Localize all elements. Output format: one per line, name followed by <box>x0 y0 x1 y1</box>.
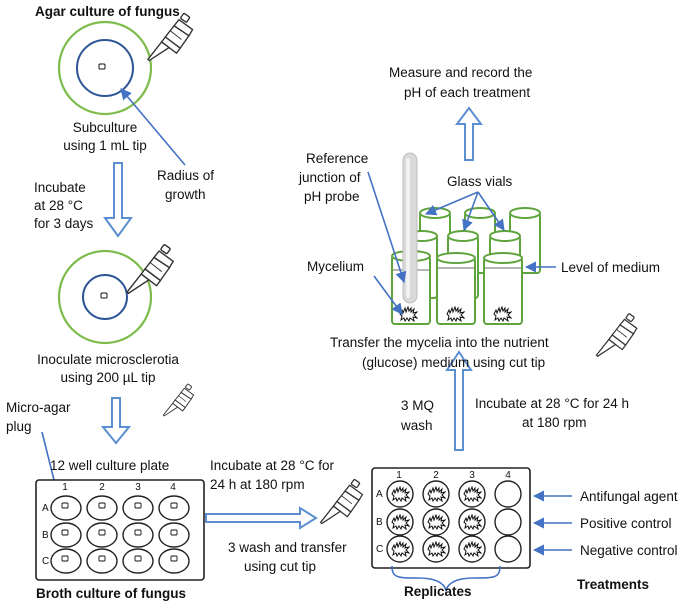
treatments-label: Treatments <box>577 577 649 592</box>
subculture-text-2: using 1 mL tip <box>63 138 147 153</box>
reference-arrow <box>367 171 407 284</box>
transfer-text-2: (glucose) medium using cut tip <box>362 355 545 370</box>
pipette-icon <box>147 12 194 62</box>
mycelium-label: Mycelium <box>307 259 364 274</box>
plate-title: 12 well culture plate <box>50 458 169 473</box>
incubate-right-text-2: at 180 rpm <box>522 415 587 430</box>
plate-col-label: 3 <box>135 482 141 493</box>
broth-plate: 1 2 3 4 A B C <box>35 479 205 581</box>
agar-culture-title: Agar culture of fungus <box>35 4 180 19</box>
incubate-mid-text-1: Incubate at 28 °C for <box>210 458 334 473</box>
plate-row-label: A <box>376 489 383 500</box>
plate-row-label: C <box>42 556 49 567</box>
micro-agar-text-1: Micro-agar <box>6 400 71 415</box>
plate-row-label: C <box>376 544 383 555</box>
inoculate-text-2: using 200 µL tip <box>60 370 155 385</box>
pipette-icon <box>162 383 195 417</box>
plate-row-label: B <box>376 517 383 528</box>
incubate-text-2: at 28 °C <box>34 198 83 213</box>
ph-probe <box>402 152 418 304</box>
glass-vials-arrows <box>424 191 505 232</box>
plate-col-label: 2 <box>433 470 439 481</box>
plate-col-label: 1 <box>396 470 402 481</box>
plate-row-label: A <box>42 503 49 514</box>
incubate-text-1: Incubate <box>34 180 86 195</box>
hollow-arrow-up-2 <box>455 106 483 161</box>
micro-agar-text-2: plug <box>6 419 32 434</box>
incubate-mid-text-2: 24 h at 180 rpm <box>210 477 305 492</box>
plate-row-label: B <box>42 530 49 541</box>
plate-col-label: 2 <box>99 482 105 493</box>
mycelium-arrow <box>373 275 403 315</box>
measure-text-2: pH of each treatment <box>404 85 530 100</box>
antifungal-label: Antifungal agent <box>580 489 678 504</box>
replicates-brace <box>391 565 501 593</box>
reference-text-2: junction of <box>298 170 361 185</box>
replicates-label: Replicates <box>404 584 472 599</box>
incubate-right-text-1: Incubate at 28 °C for 24 h <box>475 396 629 411</box>
hollow-arrow-down-2 <box>100 397 132 445</box>
radius-text-1: Radius of <box>157 168 214 183</box>
agar-dish-2 <box>57 249 153 345</box>
pipette-icon <box>595 312 638 357</box>
reference-text-3: pH probe <box>304 189 360 204</box>
transfer-text-1: Transfer the mycelia into the nutrient <box>330 335 549 350</box>
mq-text-1: 3 MQ <box>401 398 434 413</box>
reference-text-1: Reference <box>306 151 368 166</box>
agar-dish-1 <box>57 20 153 116</box>
subculture-text-1: Subculture <box>73 120 138 135</box>
level-label: Level of medium <box>561 260 660 275</box>
plate-col-label: 1 <box>62 482 68 493</box>
plate-col-label: 4 <box>170 482 176 493</box>
radius-text-2: growth <box>165 187 206 202</box>
glass-vials-label: Glass vials <box>447 174 513 189</box>
radius-arrow <box>120 88 186 166</box>
hollow-arrow-down-1 <box>103 162 133 238</box>
positive-label: Positive control <box>580 516 672 531</box>
plate-col-label: 4 <box>505 470 511 481</box>
broth-culture-title: Broth culture of fungus <box>36 586 186 601</box>
negative-label: Negative control <box>580 543 678 558</box>
wash-text-2: using cut tip <box>244 559 316 574</box>
measure-text-1: Measure and record the <box>389 65 532 80</box>
hollow-arrow-up-1 <box>445 350 473 451</box>
plate-col-label: 3 <box>469 470 475 481</box>
incubate-text-3: for 3 days <box>34 216 94 231</box>
inoculate-text-1: Inoculate microsclerotia <box>37 352 179 367</box>
wash-text-1: 3 wash and transfer <box>228 540 347 555</box>
mq-text-2: wash <box>400 418 433 433</box>
hollow-arrow-right <box>205 506 318 530</box>
pipette-icon <box>319 478 364 525</box>
treatment-plate: 1 2 3 4 A B C <box>371 467 531 569</box>
